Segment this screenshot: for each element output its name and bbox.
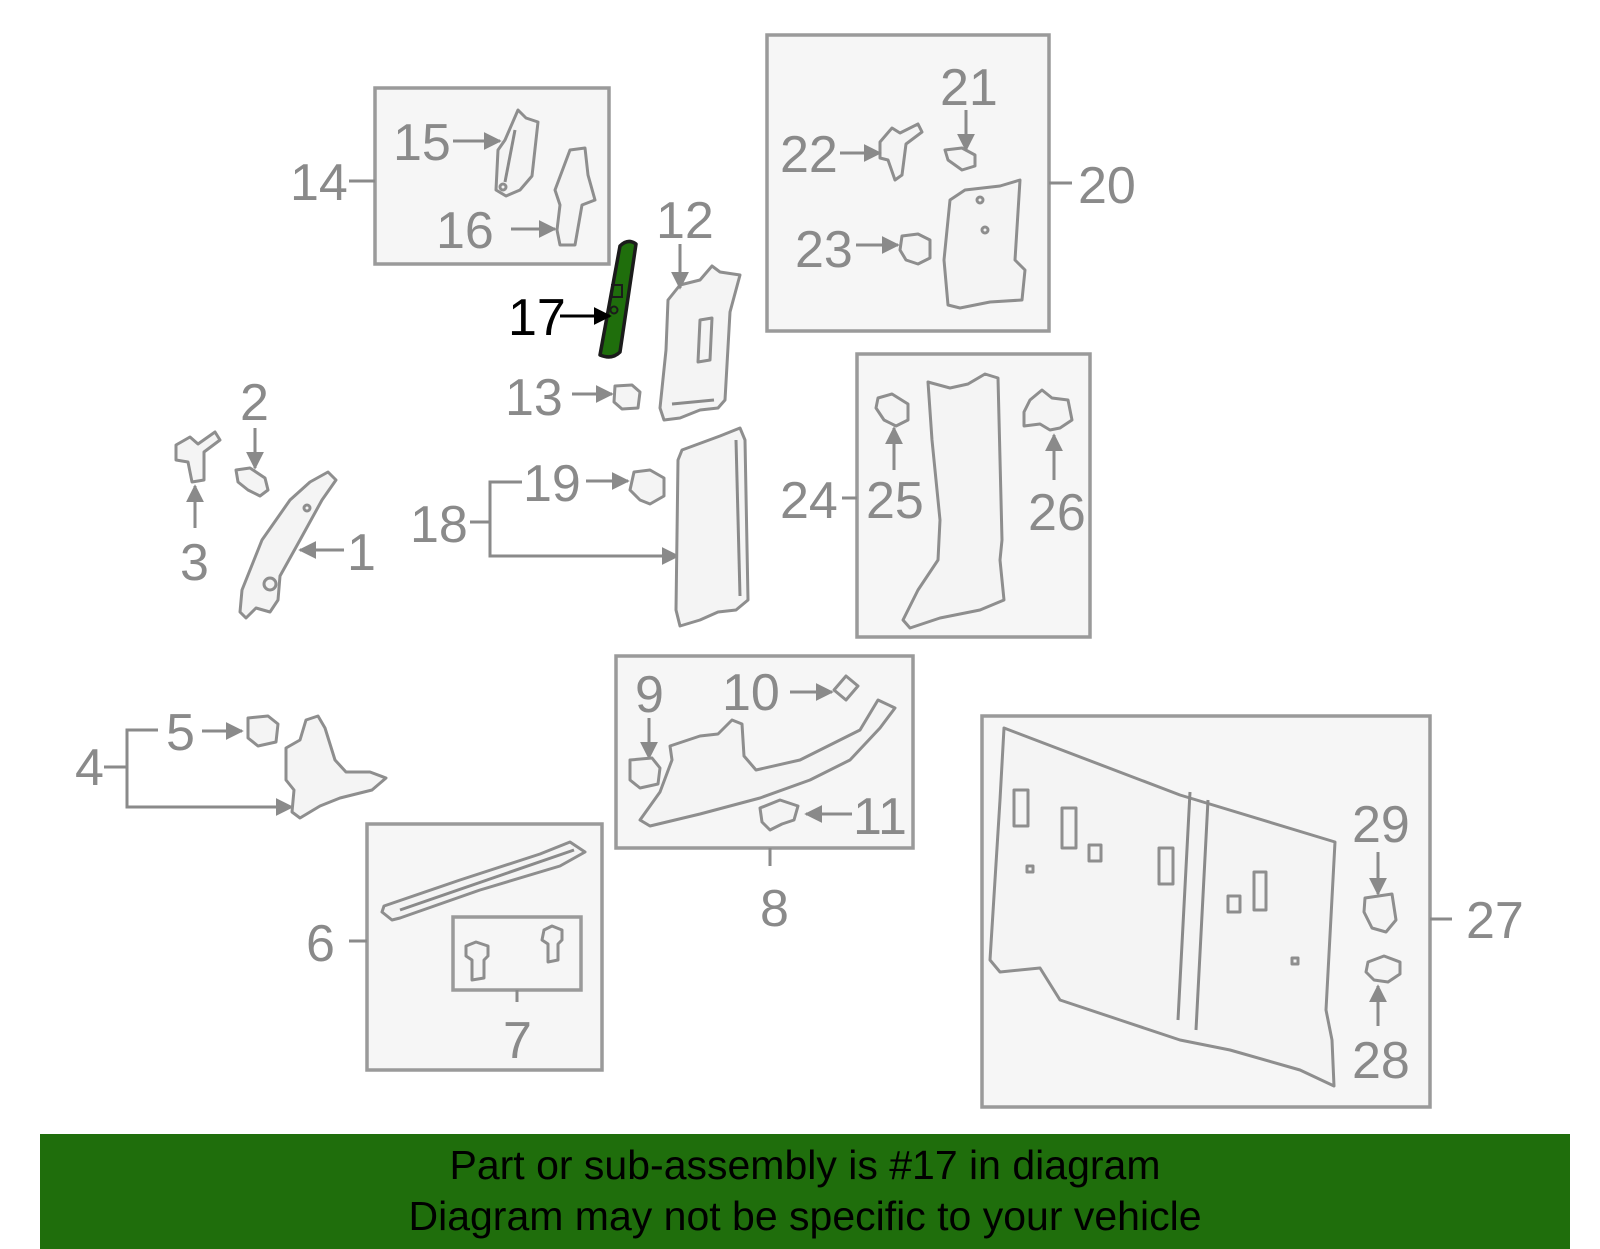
- part-16-bracket[interactable]: [553, 146, 597, 247]
- part-19-fastener[interactable]: [628, 468, 666, 506]
- part-4-5-group: 4 5: [75, 704, 388, 820]
- callout-28[interactable]: 28: [1352, 1032, 1410, 1090]
- callout-21[interactable]: 21: [940, 59, 998, 117]
- callout-1[interactable]: 1: [347, 524, 376, 582]
- part-20-pillar-panel[interactable]: [942, 178, 1027, 310]
- group-20: 20 21 22 23: [765, 33, 1136, 333]
- group-27: 27 29 28: [980, 714, 1524, 1109]
- part-26-clip[interactable]: [1022, 388, 1074, 432]
- part-25-fastener[interactable]: [874, 392, 910, 428]
- callout-24[interactable]: 24: [780, 472, 838, 530]
- part-5-clip[interactable]: [246, 714, 280, 748]
- part-11-clip[interactable]: [758, 798, 800, 832]
- callout-23[interactable]: 23: [795, 221, 853, 279]
- part-7-bolt-b[interactable]: [540, 924, 564, 964]
- callout-10[interactable]: 10: [722, 664, 780, 722]
- part-24-pillar-trim[interactable]: [901, 372, 1006, 630]
- callout-13[interactable]: 13: [505, 369, 563, 427]
- callout-4[interactable]: 4: [75, 739, 104, 797]
- banner-line-1: Part or sub-assembly is #17 in diagram: [449, 1142, 1161, 1188]
- callout-22[interactable]: 22: [780, 126, 838, 184]
- callout-8[interactable]: 8: [760, 880, 789, 938]
- part-17-group: 17: [508, 239, 638, 359]
- part-9-clip[interactable]: [628, 756, 662, 790]
- callout-11[interactable]: 11: [853, 788, 907, 846]
- info-banner: Part or sub-assembly is #17 in diagram D…: [40, 1134, 1570, 1249]
- part-13-clip[interactable]: [612, 383, 642, 411]
- part-2-clip[interactable]: [234, 466, 270, 498]
- callout-2[interactable]: 2: [240, 374, 269, 432]
- part-12-group: 12: [656, 192, 742, 422]
- part-29-clip[interactable]: [1362, 892, 1398, 934]
- callout-14[interactable]: 14: [290, 154, 348, 212]
- callout-12[interactable]: 12: [656, 192, 714, 250]
- callout-6[interactable]: 6: [306, 915, 335, 973]
- callout-9[interactable]: 9: [635, 666, 664, 724]
- part-10-clip[interactable]: [832, 674, 860, 702]
- callout-3[interactable]: 3: [180, 534, 209, 592]
- part-7-bolt-a[interactable]: [464, 940, 490, 982]
- group-6: 6 7: [306, 822, 604, 1072]
- callout-16[interactable]: 16: [436, 202, 494, 260]
- part-8-sill-trim[interactable]: [638, 698, 897, 828]
- callout-29[interactable]: 29: [1352, 796, 1410, 854]
- callout-15[interactable]: 15: [393, 114, 451, 172]
- part-4-kick-panel[interactable]: [284, 714, 388, 820]
- part-23-fastener[interactable]: [898, 232, 932, 266]
- part-18-pillar-trim[interactable]: [674, 426, 750, 628]
- callout-5[interactable]: 5: [166, 704, 195, 762]
- part-18-19-group: 18 19: [410, 426, 750, 628]
- callout-20[interactable]: 20: [1078, 157, 1136, 215]
- banner-line-2: Diagram may not be specific to your vehi…: [408, 1193, 1202, 1239]
- part-13-group: 13: [505, 369, 642, 427]
- callout-18[interactable]: 18: [410, 496, 468, 554]
- part-22-bracket[interactable]: [878, 122, 924, 182]
- part-28-fastener[interactable]: [1364, 954, 1402, 984]
- callout-17[interactable]: 17: [508, 289, 566, 347]
- group-14: 14 15 16: [290, 86, 611, 266]
- part-1-3-group: 3 2 1: [174, 374, 376, 620]
- group-24: 24 25 26: [780, 352, 1092, 639]
- callout-19[interactable]: 19: [523, 455, 581, 513]
- callout-26[interactable]: 26: [1028, 484, 1086, 542]
- callout-25[interactable]: 25: [866, 472, 924, 530]
- group-8: 8 9 10 11: [614, 654, 915, 938]
- part-3-bracket[interactable]: [174, 430, 222, 484]
- callout-27[interactable]: 27: [1466, 892, 1524, 950]
- part-17-trim-panel[interactable]: [598, 239, 638, 359]
- callout-7[interactable]: 7: [503, 1012, 532, 1070]
